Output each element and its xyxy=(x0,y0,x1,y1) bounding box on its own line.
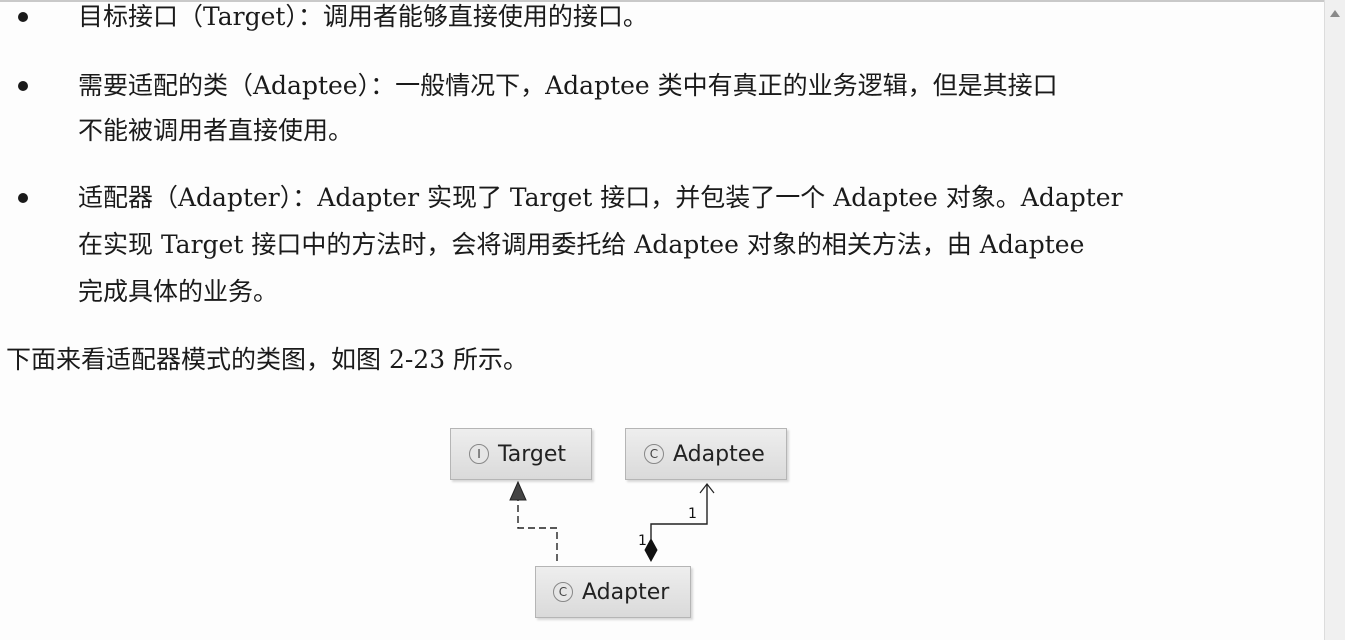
realization-arrowhead xyxy=(509,480,527,501)
top-divider xyxy=(0,0,1325,2)
bullet-adaptee-line-1: 需要适配的类（Adaptee）：一般情况下，Adaptee 类中有真正的业务逻辑… xyxy=(78,71,1058,100)
bullet-adapter-line-3: 完成具体的业务。 xyxy=(78,277,279,306)
realization-line xyxy=(517,500,558,561)
association-arrowhead xyxy=(699,483,715,494)
intro-paragraph: 下面来看适配器模式的类图，如图 2-23 所示。 xyxy=(6,345,529,374)
bullet-adapter-line-1: 适配器（Adapter）：Adapter 实现了 Target 接口，并包装了一… xyxy=(78,183,1123,212)
multiplicity-adapter-end: 1 xyxy=(638,533,647,549)
uml-class-diagram: I Target C Adaptee C Adapter 1 1 xyxy=(440,420,800,635)
adapter-class-name: Adapter xyxy=(582,579,670,605)
adaptee-class-box[interactable]: C Adaptee xyxy=(625,428,787,480)
adaptee-class-name: Adaptee xyxy=(673,441,765,467)
vertical-scrollbar[interactable] xyxy=(1324,0,1345,640)
composition-line xyxy=(650,484,708,539)
class-icon: C xyxy=(553,582,573,602)
adapter-class-box[interactable]: C Adapter xyxy=(535,566,691,618)
bullet-dot xyxy=(18,193,28,203)
scroll-up-arrow-icon[interactable] xyxy=(1330,10,1340,17)
class-icon: C xyxy=(644,444,664,464)
target-interface-box[interactable]: I Target xyxy=(450,428,592,480)
bullet-adapter-line-2: 在实现 Target 接口中的方法时，会将调用委托给 Adaptee 对象的相关… xyxy=(78,230,1085,259)
bullet-target-line-1: 目标接口（Target）：调用者能够直接使用的接口。 xyxy=(78,2,648,31)
bullet-dot xyxy=(18,81,28,91)
target-class-name: Target xyxy=(498,441,567,467)
interface-icon: I xyxy=(469,444,489,464)
uml-connectors xyxy=(509,480,715,563)
bullet-adaptee-line-2: 不能被调用者直接使用。 xyxy=(78,116,354,145)
bullet-dot xyxy=(18,12,28,22)
multiplicity-adaptee-end: 1 xyxy=(688,506,697,522)
